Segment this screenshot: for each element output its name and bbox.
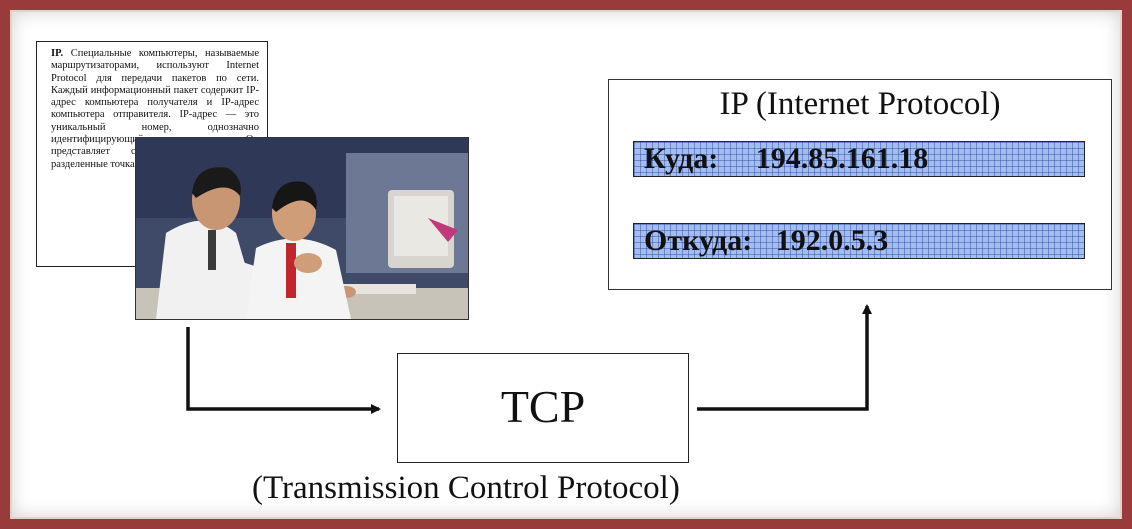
ip-box-title: IP (Internet Protocol) — [719, 86, 1001, 122]
source-address-band: Откуда: 192.0.5.3 — [633, 223, 1085, 259]
ip-header-box: IP (Internet Protocol) Куда: 194.85.161.… — [608, 79, 1112, 290]
tcp-caption: (Transmission Control Protocol) — [252, 470, 680, 506]
destination-address: 194.85.161.18 — [755, 142, 929, 175]
source-label: Откуда: — [644, 224, 753, 257]
destination-address-band: Куда: 194.85.161.18 — [633, 141, 1085, 177]
document-lead: IP. — [51, 48, 64, 59]
tcp-to-ip-arrow — [697, 304, 872, 411]
people-at-computer-photo — [135, 137, 469, 320]
slide-canvas: IP. Специальные компьютеры, называемые м… — [10, 10, 1122, 519]
destination-label: Куда: — [644, 142, 719, 175]
tcp-label: TCP — [500, 381, 586, 432]
photo-to-tcp-arrow — [186, 327, 381, 414]
flow-arrows — [186, 304, 872, 414]
photo-illustration — [136, 138, 468, 319]
source-address: 192.0.5.3 — [775, 224, 889, 257]
tcp-box: TCP — [397, 353, 689, 463]
